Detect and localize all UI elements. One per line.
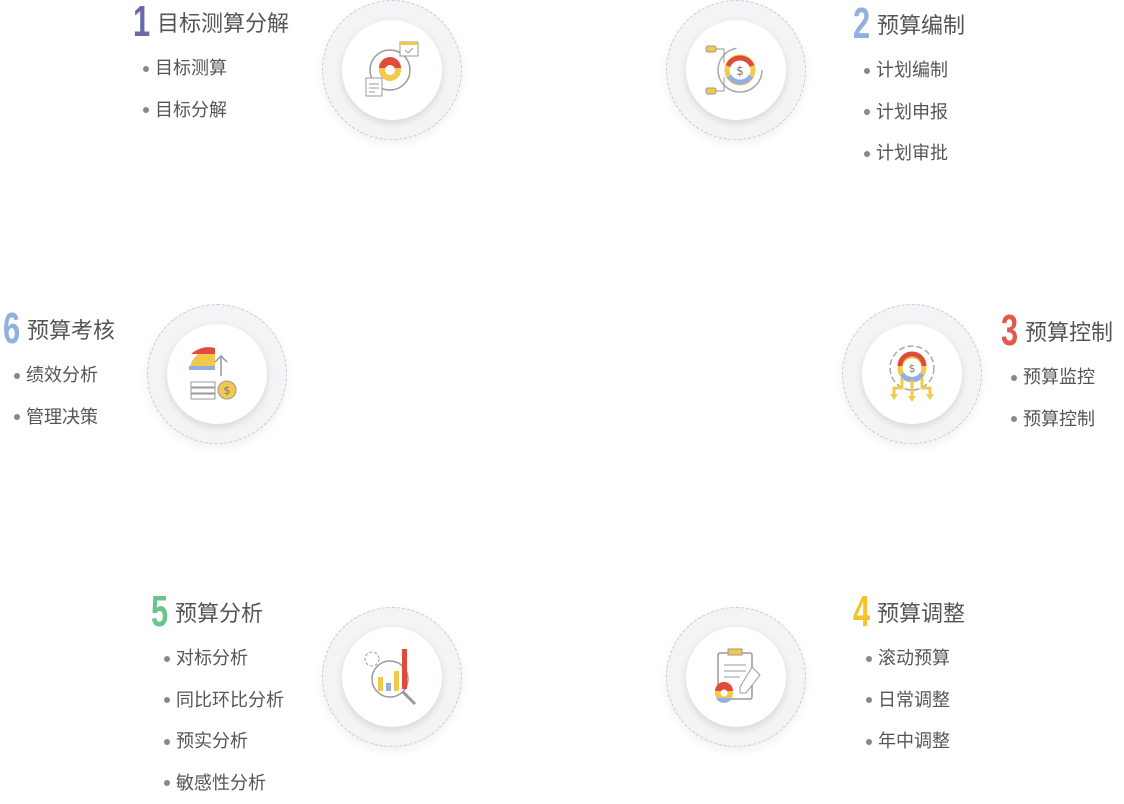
step-1: 1 目标测算分解 目标测算目标分解: [133, 0, 289, 131]
list-item[interactable]: 计划申报: [864, 92, 965, 134]
step-5: 5 预算分析 对标分析同比环比分析预实分析敏感性分析: [151, 590, 284, 804]
step-4: 4 预算调整 滚动预算日常调整年中调整: [853, 590, 965, 763]
list-item[interactable]: 计划审批: [864, 133, 965, 175]
clipboard-gear-icon: [704, 645, 768, 709]
step-number: 1: [133, 0, 148, 44]
list-item[interactable]: 目标分解: [143, 90, 289, 132]
list-item[interactable]: 日常调整: [866, 680, 965, 722]
chart-magnifier-icon: [360, 645, 424, 709]
step-6: 6 预算考核 绩效分析管理决策: [3, 307, 115, 438]
list-item[interactable]: 绩效分析: [14, 355, 115, 397]
step-title: 目标测算分解: [157, 6, 289, 38]
svg-text:$: $: [909, 362, 916, 375]
budget-pie-icon: $: [704, 38, 768, 102]
step-number: 4: [853, 590, 868, 634]
step-6-circle: $: [147, 304, 287, 444]
step-title: 预算调整: [877, 596, 965, 628]
step-number: 6: [3, 307, 18, 351]
step-2-circle: $: [666, 0, 806, 140]
list-item[interactable]: 滚动预算: [866, 638, 965, 680]
step-5-circle: [322, 607, 462, 747]
list-item[interactable]: 预实分析: [164, 721, 284, 763]
step-4-circle: [666, 607, 806, 747]
target-gear-icon: [360, 38, 424, 102]
list-item[interactable]: 年中调整: [866, 721, 965, 763]
coins-growth-icon: $: [185, 342, 249, 406]
step-title: 预算考核: [27, 313, 115, 345]
list-item[interactable]: 计划编制: [864, 50, 965, 92]
step-title: 预算控制: [1025, 315, 1113, 347]
step-number: 3: [1001, 309, 1016, 353]
step-title: 预算编制: [877, 8, 965, 40]
step-3-circle: $: [842, 304, 982, 444]
step-2: 2 预算编制 计划编制计划申报计划审批: [853, 2, 965, 175]
list-item[interactable]: 敏感性分析: [164, 763, 284, 804]
list-item[interactable]: 目标测算: [143, 48, 289, 90]
list-item[interactable]: 预算监控: [1011, 357, 1113, 399]
step-number: 5: [151, 590, 166, 634]
step-title: 预算分析: [175, 596, 263, 628]
step-1-circle: [322, 0, 462, 140]
list-item[interactable]: 对标分析: [164, 638, 284, 680]
gear-dollar-arrows-icon: $: [880, 342, 944, 406]
step-number: 2: [853, 2, 868, 46]
list-item[interactable]: 预算控制: [1011, 399, 1113, 441]
svg-text:$: $: [224, 384, 231, 397]
svg-text:$: $: [736, 64, 744, 78]
list-item[interactable]: 管理决策: [14, 397, 115, 439]
list-item[interactable]: 同比环比分析: [164, 680, 284, 722]
